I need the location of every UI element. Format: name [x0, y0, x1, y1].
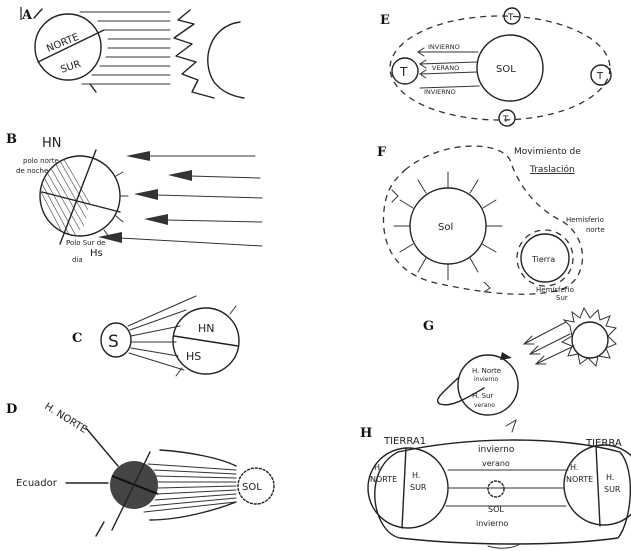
- invierno-top-label: invierno: [478, 445, 515, 455]
- panel-d: D H. NORTE Ecuador SOL: [6, 401, 274, 536]
- sun-h: [488, 481, 504, 497]
- dia-label: día: [72, 256, 83, 264]
- earth-e-top-label: T: [507, 13, 514, 23]
- h-norte-label-d: H. NORTE: [42, 401, 88, 436]
- h-sur-label-g-2: verano: [474, 402, 495, 409]
- ecuador-label: Ecuador: [16, 478, 58, 489]
- panel-a: A NORTE SUR: [21, 7, 244, 98]
- polo-sur-label: Polo Sur de: [66, 239, 105, 247]
- earth-h-right-hs-1: H.: [606, 473, 614, 482]
- earth-c-hn-label: HN: [198, 322, 215, 335]
- sun-g: [572, 322, 608, 358]
- panel-b-letter: B: [6, 132, 17, 147]
- hem-norte-label-2: norte: [586, 226, 605, 234]
- sun-c-label: S: [108, 332, 119, 352]
- de-noche-label: de noche: [16, 167, 48, 175]
- earth-a-axis-bottom: [90, 84, 96, 92]
- h-sur-label-g-1: H. Sur: [472, 392, 493, 400]
- earth-h-right-hn-1: H.: [570, 463, 578, 472]
- h-norte-pointer: [86, 428, 118, 466]
- earth-c-equator: [174, 336, 238, 346]
- orbit-f-arrow-2: [484, 282, 490, 292]
- panel-f: F Movimiento de Traslación Sol Tierra He…: [377, 145, 605, 302]
- f-title-line2: Traslación: [529, 164, 575, 175]
- panel-g-letter: G: [423, 319, 434, 334]
- panel-c-letter: C: [72, 331, 82, 346]
- f-title-line1: Movimiento de: [514, 147, 581, 157]
- orbit-h-arrow-top: [506, 420, 516, 432]
- panel-b: B HN polo norte de noche Polo Sur de Hs …: [6, 132, 262, 264]
- earth-b-ticks: [104, 172, 128, 238]
- earth-h-left-hn-1: H.: [374, 463, 382, 472]
- sunrays-a: [80, 12, 170, 84]
- earth-e-left-label: T: [399, 65, 408, 79]
- earth-b-axis: [60, 150, 96, 244]
- earth-g-arrow: [500, 352, 512, 360]
- invierno-label-e: INVIERNO: [428, 43, 460, 51]
- invierno-bottom-label: invierno: [476, 519, 508, 528]
- sun-a: [208, 22, 244, 98]
- panel-g: G H. Norte invierno H. Sur verano: [423, 308, 616, 415]
- earth-d-axis-extension: [96, 522, 104, 536]
- earth-c-axis-top: [230, 306, 236, 314]
- panel-c: C S HN HS: [72, 296, 239, 376]
- orbit-f-arrow-1: [392, 190, 398, 202]
- sun-e-label: SOL: [496, 64, 516, 75]
- panel-f-letter: F: [377, 145, 387, 160]
- earth-a-norte-label: NORTE: [45, 32, 81, 55]
- earth-f-label: Tierra: [531, 255, 555, 264]
- panel-h-letter: H: [360, 426, 372, 441]
- sun-h-label: SOL: [488, 505, 504, 514]
- earth-h-left-hn-2: NORTE: [370, 475, 397, 484]
- invierno-label-e-2: INVIERNO: [424, 88, 456, 96]
- orbit-h: [375, 440, 631, 544]
- hem-sur-label-1: Hemisferio: [536, 286, 574, 294]
- panel-e: E T T T T SOL INVIERNO VERANO INVIERNO: [380, 8, 611, 126]
- earth-e-right-label: T: [596, 71, 604, 82]
- earth-h-right-hs-2: SUR: [604, 485, 621, 494]
- tierra-left-label: TIERRA1: [383, 436, 426, 447]
- verano-label-e: VERANO: [432, 64, 459, 72]
- polo-norte-label: polo norte: [23, 157, 59, 165]
- earth-a-sur-label: SUR: [59, 59, 82, 76]
- h-norte-label-g-2: invierno: [474, 376, 499, 383]
- panel-a-letter: A: [21, 8, 33, 23]
- sunrays-g: [524, 322, 574, 364]
- sun-d-label: SOL: [242, 482, 262, 493]
- earth-h-right-hn-2: NORTE: [566, 475, 593, 484]
- hn-label-b: HN: [42, 136, 62, 151]
- verano-label-h: verano: [482, 459, 510, 468]
- earth-h-right-divider: [596, 446, 600, 526]
- panel-h: H TIERRA1 TIERRA invierno H. NORTE H. SU…: [360, 420, 631, 548]
- earth-h-left: [368, 448, 448, 528]
- sun-f-label: Sol: [438, 222, 453, 233]
- earth-c-hs-label: HS: [186, 350, 201, 363]
- earth-e-bottom-label: T: [502, 115, 509, 125]
- earth-h-left-hs-2: SUR: [410, 483, 427, 492]
- hs-label-b: Hs: [90, 248, 103, 259]
- earth-c-axis-bottom: [176, 368, 182, 376]
- panel-d-letter: D: [6, 402, 17, 417]
- sunrays-b: [98, 151, 262, 246]
- panel-e-letter: E: [380, 13, 390, 28]
- earth-a-axis-top: [34, 9, 42, 18]
- hem-norte-label-1: Hemisferio: [566, 216, 604, 224]
- earth-h-left-divider: [402, 448, 406, 528]
- earth-h-left-hs-1: H.: [412, 471, 420, 480]
- h-norte-label-g-1: H. Norte: [472, 367, 501, 375]
- hem-sur-label-2: Sur: [556, 294, 568, 302]
